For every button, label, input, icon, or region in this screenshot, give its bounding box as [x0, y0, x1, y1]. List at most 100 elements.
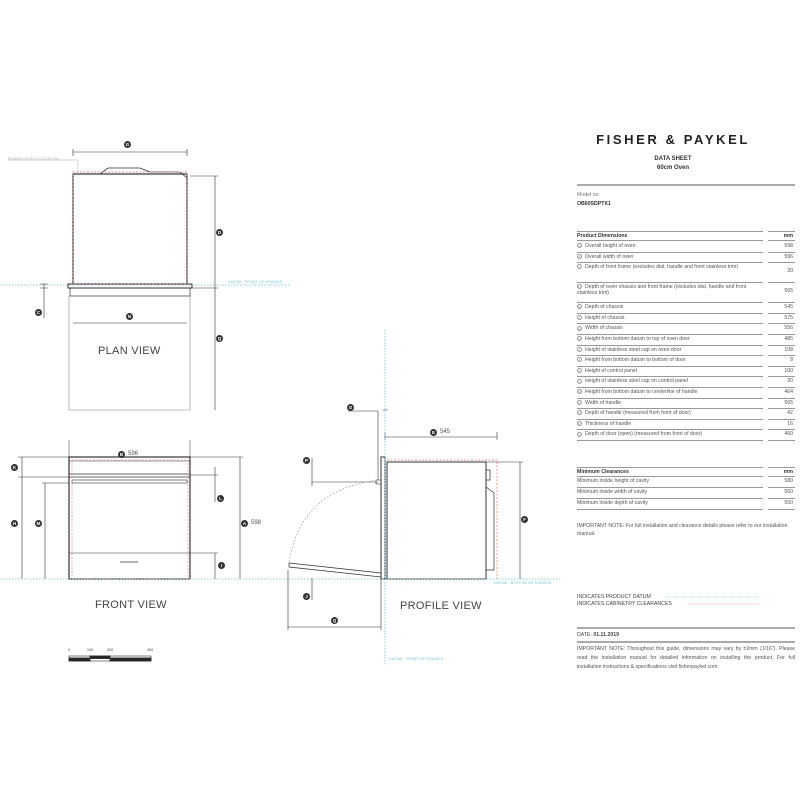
row-value: 100 — [784, 367, 793, 374]
divider — [577, 184, 795, 186]
row-label: Thickness of handle — [585, 420, 632, 427]
marker-l: L — [217, 495, 224, 502]
row-letter-icon: N — [577, 399, 582, 405]
row-label: Minimum inside depth of cavity — [577, 500, 648, 506]
marker-k: K — [11, 464, 18, 471]
front-height-value: 598 — [251, 520, 262, 526]
row-letter-icon: G — [577, 325, 582, 331]
row-value: 556 — [784, 325, 793, 332]
scale-label-400: 400 — [147, 648, 154, 652]
row-label: Overall height of oven — [585, 243, 636, 249]
row-label: Minimum inside width of cavity — [577, 489, 648, 495]
marker-i: I — [218, 562, 225, 569]
marker-m: M — [35, 520, 42, 527]
legend-product-datum: INDICATES PRODUCT DATUM — [577, 594, 651, 600]
installation-note: IMPORTANT NOTE: For full installation an… — [577, 523, 788, 537]
marker-h: H — [11, 520, 18, 527]
table-header-unit: mm — [783, 233, 793, 239]
row-value: 20 — [787, 378, 793, 385]
row-label: Depth of door (open) (measured from fron… — [585, 431, 703, 438]
row-label: Height of stainless steel cap on control… — [585, 378, 688, 385]
marker-j: J — [303, 593, 310, 600]
marker-o: O — [347, 404, 354, 411]
row-label: Height of stainless steel cap on oven do… — [585, 346, 682, 353]
datum-front-label-plan: DATUM - FRONT OF CHASSIS — [228, 280, 283, 284]
row-value: 16 — [787, 420, 793, 427]
marker-n: N — [126, 313, 133, 320]
marker-f: F — [521, 516, 528, 523]
table-header-label: Minimum Clearances — [577, 469, 629, 475]
row-value: 20 — [787, 268, 793, 275]
row-value: 464 — [784, 389, 793, 395]
marker-g: G — [124, 141, 131, 148]
datum-front-label-profile: DATUM - FRONT OF CHASSIS — [389, 657, 444, 661]
row-letter-icon: M — [577, 389, 582, 395]
row-label: Height of chassis — [585, 314, 625, 321]
marker-c: C — [35, 309, 42, 316]
row-value: 545 — [784, 304, 793, 311]
date-row: DATE: 01.11.2019 — [577, 632, 619, 638]
legend-cabinetry-clearances: INDICATES CABINETRY CLEARANCES — [577, 601, 672, 607]
row-value: 596 — [784, 253, 793, 260]
row-letter-icon: H — [577, 336, 582, 342]
row-label: Width of chassis — [585, 325, 623, 332]
plan-view-title: PLAN VIEW — [98, 345, 161, 357]
row-letter-icon: L — [577, 378, 582, 384]
profile-view-title: PROFILE VIEW — [400, 600, 482, 612]
dimensions-note: IMPORTANT NOTE: Throughout this guide, d… — [577, 646, 795, 670]
marker-a: A — [241, 520, 248, 527]
row-letter-icon: C — [577, 264, 582, 270]
row-letter-icon: I — [577, 346, 582, 352]
row-value: 460 — [784, 431, 793, 438]
row-letter-icon: D — [577, 284, 582, 290]
row-label: Overall width of oven — [585, 253, 634, 260]
row-value: 550 — [784, 500, 793, 506]
model-label: Model no: — [577, 192, 600, 198]
row-letter-icon: F — [577, 314, 582, 320]
scale-label-0: 0 — [68, 648, 71, 652]
row-label: Minimum inside height of cavity — [577, 478, 650, 484]
doc-title: DATA SHEET — [654, 156, 692, 162]
marker-q-plan: Q — [216, 335, 223, 342]
row-letter-icon: Q — [577, 431, 582, 437]
row-value: 485 — [784, 336, 793, 342]
date-label: DATE: — [577, 632, 592, 638]
row-value: 575 — [784, 314, 793, 321]
row-label: Height of control panel — [585, 367, 637, 374]
table-row: Minimum inside depth of cavity 550 — [577, 499, 795, 510]
row-letter-icon: O — [577, 410, 582, 416]
divider — [577, 627, 795, 629]
row-value: 565 — [784, 399, 793, 406]
doc-subtitle: 60cm Oven — [656, 165, 690, 171]
brand-logo: FISHER & PAYKEL — [596, 132, 750, 147]
row-label: Depth of oven chassis and front frame (e… — [577, 284, 747, 297]
profile-view-drawing — [287, 409, 523, 630]
date-value: 01.11.2019 — [593, 632, 620, 638]
model-number: OB60SDPTX1 — [577, 201, 611, 207]
datum-bottom-label: DATUM - BOTTOM OF CHASSIS — [494, 581, 552, 585]
row-label: Depth of chassis — [585, 304, 624, 311]
scale-label-100: 100 — [87, 648, 94, 652]
row-value: 42 — [787, 410, 793, 417]
front-view-title: FRONT VIEW — [95, 599, 167, 611]
row-value: 598 — [784, 243, 793, 249]
scale-bar — [68, 655, 152, 662]
table-header-unit: mm — [783, 469, 793, 475]
marker-e: E — [430, 429, 437, 436]
front-width-value: 596 — [128, 451, 139, 457]
